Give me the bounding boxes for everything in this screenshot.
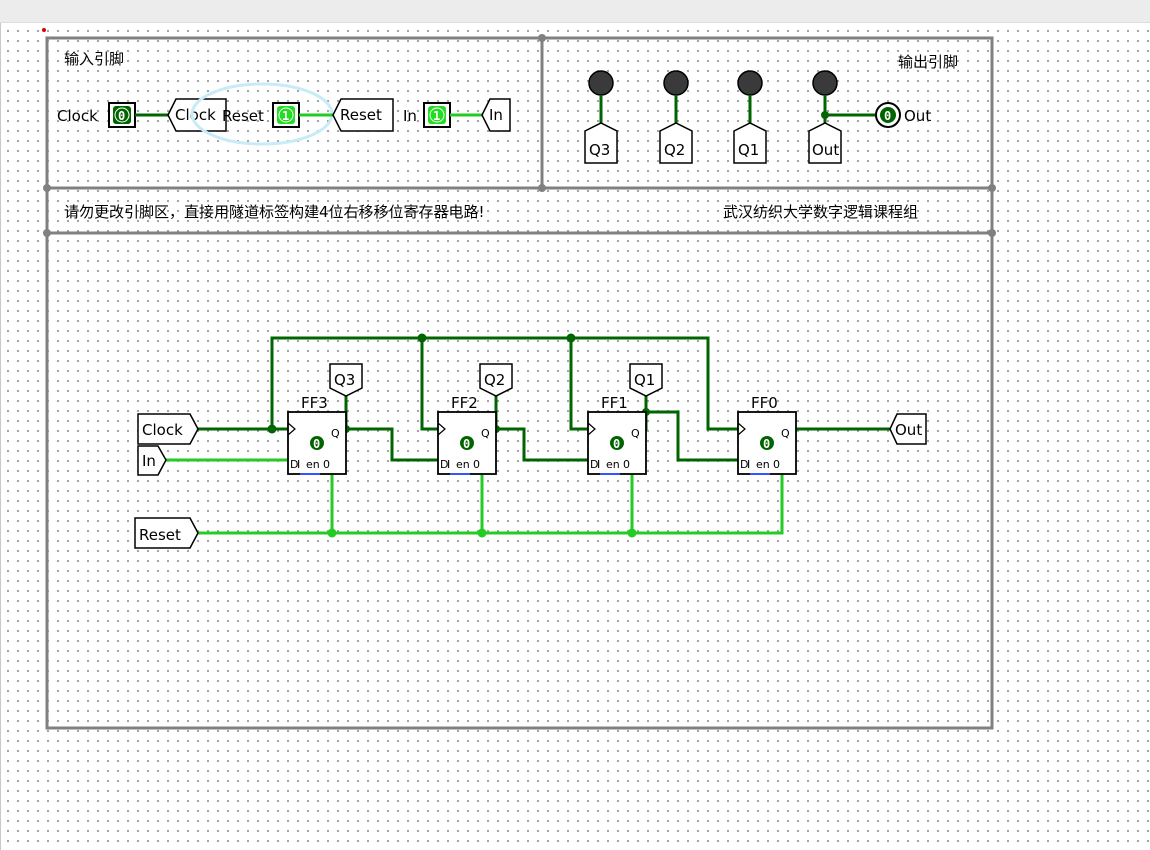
origin-marker	[42, 28, 46, 32]
reset-pin-label: Reset	[222, 107, 264, 125]
ff0-0-port: 0	[773, 458, 780, 471]
ff1-name: FF1	[601, 394, 628, 412]
clock-tunnel: Clock	[167, 98, 227, 132]
probe-q1: Q1	[733, 70, 767, 164]
ff2-en-port: en	[456, 458, 470, 471]
ff0-d-port: D	[740, 458, 748, 471]
ff0-en-port: en	[756, 458, 770, 471]
ff1-0-port: 0	[623, 458, 630, 471]
ff2-q-port: Q	[481, 427, 490, 440]
credit-text: 武汉纺织大学数字逻辑课程组	[723, 203, 918, 221]
reset-input-pin[interactable]: 1	[272, 102, 300, 128]
circuit-reset-label: Reset	[139, 526, 181, 544]
in-tunnel-label: In	[489, 106, 503, 124]
circuit-clock-label: Clock	[142, 421, 183, 439]
ff2-state: 0	[463, 437, 470, 451]
section-frames	[45, 36, 994, 730]
in-pin-label: In	[403, 107, 417, 125]
probe-q1-label: Q1	[738, 141, 759, 159]
circuit-in-label: In	[142, 452, 156, 470]
ff0-state: 0	[763, 437, 770, 451]
flipflop-ff3[interactable]: FF3 Q 0 D I en 0	[287, 394, 347, 475]
tap-tunnel-q3: Q3	[329, 363, 363, 397]
probe-q2-label: Q2	[664, 141, 685, 159]
reset-pin-value: 1	[282, 109, 289, 123]
ff3-en-port: en	[306, 458, 320, 471]
tap-q3-label: Q3	[334, 371, 355, 389]
tap-q2-label: Q2	[484, 371, 505, 389]
ff3-q-port: Q	[331, 427, 340, 440]
ff0-i-port: I	[747, 458, 750, 471]
ff0-q-port: Q	[781, 427, 790, 440]
clock-input-pin[interactable]: 0	[108, 102, 136, 128]
flipflop-ff1[interactable]: FF1 Q 0 D I en 0	[587, 394, 647, 475]
in-tunnel: In	[481, 98, 511, 132]
out-pin-label: Out	[904, 107, 931, 125]
probe-q3: Q3	[584, 70, 618, 164]
flipflop-ff2[interactable]: FF2 Q 0 D I en 0	[437, 394, 497, 475]
ff3-state: 0	[313, 437, 320, 451]
clock-tunnel-label: Clock	[175, 106, 216, 124]
notice-text: 请勿更改引脚区，直接用隧道标签构建4位右移移位寄存器电路!	[64, 203, 485, 221]
ff1-d-port: D	[590, 458, 598, 471]
ff3-d-port: D	[290, 458, 298, 471]
in-pin-value: 1	[433, 109, 440, 123]
tap-tunnel-q2: Q2	[479, 363, 513, 397]
output-section-title: 输出引脚	[898, 53, 958, 71]
circuit-out-label: Out	[895, 421, 922, 439]
ff2-name: FF2	[451, 394, 478, 412]
circuit-reset-tunnel: Reset	[134, 517, 199, 549]
probe-out: Out	[808, 70, 876, 164]
circuit-in-tunnel: In	[137, 445, 167, 476]
ff3-0-port: 0	[323, 458, 330, 471]
ff1-i-port: I	[597, 458, 600, 471]
probe-q2: Q2	[659, 70, 693, 164]
out-pin-value: 0	[884, 109, 891, 123]
wire-junctions	[267, 333, 650, 538]
ff2-i-port: I	[447, 458, 450, 471]
clock-pin-label: Clock	[57, 107, 98, 125]
reset-tunnel-label: Reset	[340, 106, 382, 124]
ff1-en-port: en	[606, 458, 620, 471]
probe-out-label: Out	[812, 141, 839, 159]
flipflop-ff0[interactable]: FF0 Q 0 D I en 0	[737, 394, 797, 475]
ff3-i-port: I	[297, 458, 300, 471]
circuit-area-frame	[45, 231, 994, 730]
clock-pin-value: 0	[118, 109, 125, 123]
in-input-pin[interactable]: 1	[423, 102, 451, 128]
ff0-name: FF0	[751, 394, 778, 412]
reset-tunnel: Reset	[332, 98, 394, 132]
circuit-out-tunnel: Out	[889, 413, 927, 445]
window-top-bar	[0, 0, 1150, 23]
probe-q3-label: Q3	[589, 141, 610, 159]
circuit-clock-tunnel: Clock	[137, 413, 199, 445]
ff3-name: FF3	[301, 394, 328, 412]
frame-joints	[43, 34, 996, 237]
tap-q1-label: Q1	[634, 371, 655, 389]
ff1-q-port: Q	[631, 427, 640, 440]
ff1-state: 0	[613, 437, 620, 451]
input-section-title: 输入引脚	[64, 50, 124, 68]
ff2-d-port: D	[440, 458, 448, 471]
tap-tunnel-q1: Q1	[629, 363, 663, 397]
ff2-0-port: 0	[473, 458, 480, 471]
out-output-pin: 0	[875, 102, 901, 128]
